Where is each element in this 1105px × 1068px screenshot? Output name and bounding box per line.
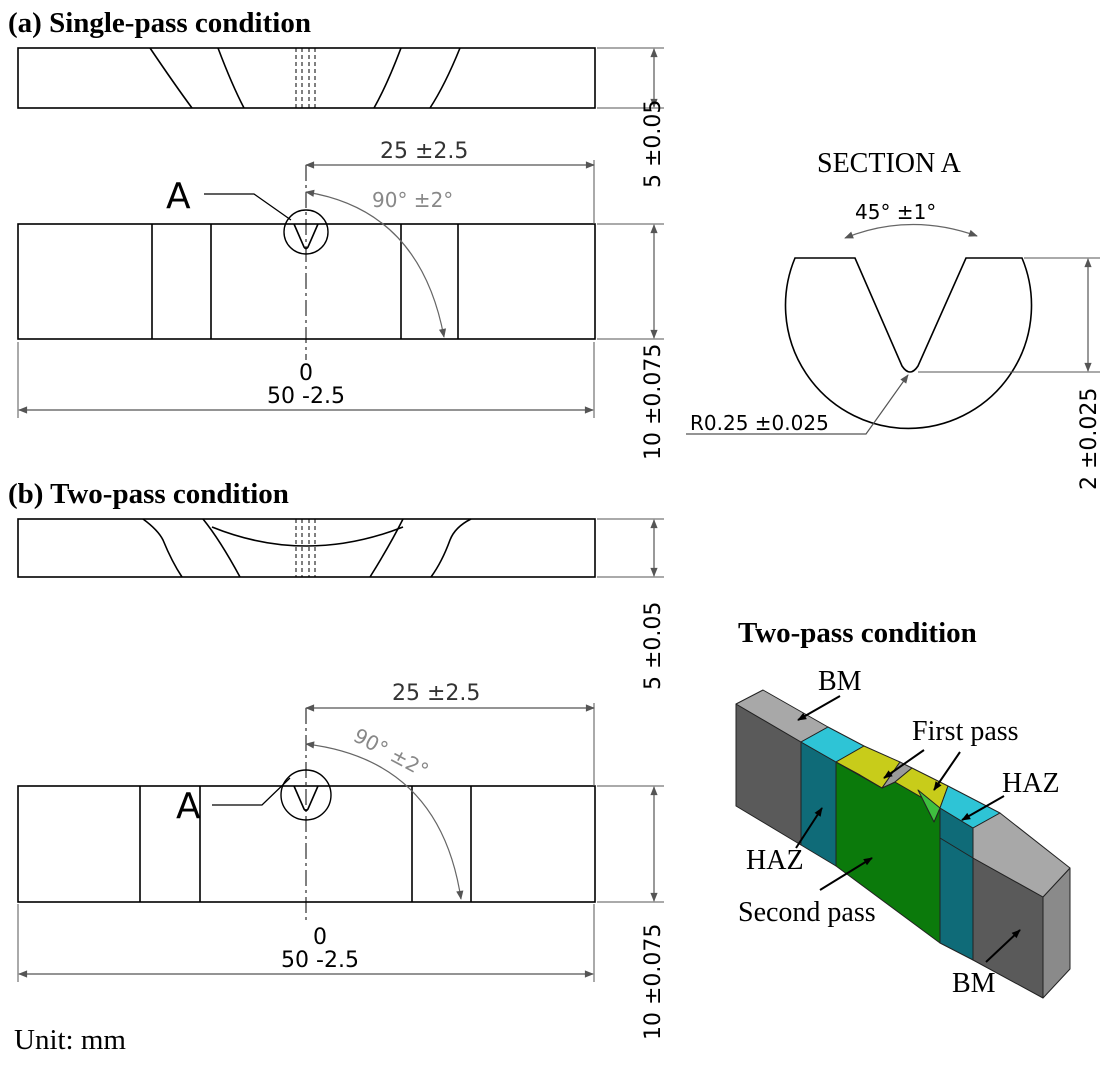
label-second-pass: Second pass bbox=[738, 897, 876, 928]
single-pass-dim-height: 10 ±0.075 bbox=[597, 223, 666, 460]
two-pass-dim-angle: 90° ±2° bbox=[305, 723, 464, 900]
single-pass-dim-total-length-text: 50 -2.5 bbox=[267, 384, 345, 409]
single-pass-dim-half-length: 25 ±2.5 bbox=[305, 139, 595, 224]
two-pass-dim-total-length: 0 50 -2.5 bbox=[17, 904, 595, 982]
single-pass-zero-label: 0 bbox=[299, 361, 313, 386]
single-pass-leader bbox=[204, 193, 292, 221]
section-a-title: SECTION A bbox=[817, 148, 962, 179]
label-bm-top: BM bbox=[818, 666, 862, 697]
specimen-3d-title: Two-pass condition bbox=[738, 617, 977, 649]
first-pass-right-green bbox=[917, 789, 941, 823]
single-pass-dim-height-text: 10 ±0.075 bbox=[641, 344, 666, 460]
two-pass-zero-label: 0 bbox=[313, 925, 327, 950]
haz-right-front-lower bbox=[939, 837, 974, 961]
two-pass-top-view bbox=[17, 518, 596, 578]
single-pass-dim-angle-text: 90° ±2° bbox=[372, 188, 453, 212]
unit-label: Unit: mm bbox=[14, 1024, 126, 1056]
single-pass-dim-angle: 90° ±2° bbox=[305, 188, 453, 338]
single-pass-dim-thickness-text: 5 ±0.05 bbox=[641, 100, 666, 188]
two-pass-dim-height-text: 10 ±0.075 bbox=[641, 924, 666, 1040]
two-pass-dim-half-length-text: 25 ±2.5 bbox=[392, 681, 480, 706]
label-haz-right: HAZ bbox=[1002, 768, 1060, 799]
specimen-3d-labels: BM First pass HAZ HAZ Second pass BM bbox=[738, 666, 1060, 999]
section-a-dim-depth-text: 2 ±0.025 bbox=[1077, 388, 1102, 490]
section-a-dim-angle: 45° ±1° bbox=[844, 200, 978, 239]
section-a-outline bbox=[784, 257, 1033, 430]
single-pass-section-marker: A bbox=[166, 176, 191, 217]
specimen-3d bbox=[735, 689, 1071, 999]
haz-left-front bbox=[800, 741, 837, 867]
two-pass-title: (b) Two-pass condition bbox=[8, 478, 289, 510]
label-bm-bottom: BM bbox=[952, 968, 996, 999]
two-pass-dim-thickness-text: 5 ±0.05 bbox=[641, 602, 666, 690]
two-pass-dim-half-length: 25 ±2.5 bbox=[305, 681, 595, 786]
label-haz-left: HAZ bbox=[746, 845, 804, 876]
two-pass-section-marker: A bbox=[176, 786, 201, 827]
two-pass-dim-thickness: 5 ±0.05 bbox=[597, 518, 666, 690]
section-a-dim-angle-text: 45° ±1° bbox=[855, 200, 936, 224]
first-pass-left-green bbox=[835, 761, 883, 789]
bm-right-top bbox=[972, 812, 1071, 898]
two-pass-leader bbox=[212, 777, 291, 806]
single-pass-dim-thickness: 5 ±0.05 bbox=[597, 47, 666, 188]
two-pass-dim-height: 10 ±0.075 bbox=[597, 785, 666, 1040]
single-pass-title: (a) Single-pass condition bbox=[8, 7, 311, 39]
two-pass-dim-total-length-text: 50 -2.5 bbox=[281, 948, 359, 973]
section-a-dim-depth: 2 ±0.025 bbox=[918, 257, 1102, 490]
section-a-dim-radius: R0.25 ±0.025 bbox=[686, 374, 909, 435]
label-first-pass: First pass bbox=[912, 716, 1019, 747]
section-a-dim-radius-text: R0.25 ±0.025 bbox=[690, 411, 829, 435]
single-pass-dim-total-length: 0 50 -2.5 bbox=[17, 342, 595, 418]
single-pass-dim-half-length-text: 25 ±2.5 bbox=[380, 139, 468, 164]
single-pass-top-view bbox=[17, 47, 596, 109]
